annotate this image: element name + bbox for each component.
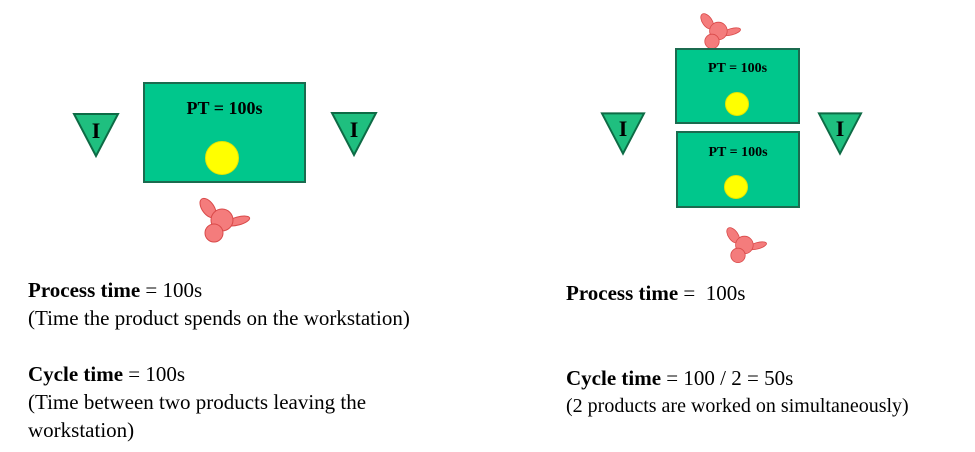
left-process-time-note: (Time the product spends on the workstat…: [28, 306, 410, 330]
inventory-out-label-right: I: [835, 116, 845, 141]
right-cycle-time-label: Cycle time: [566, 366, 662, 390]
left-cycle-time: Cycle time = 100s: [28, 362, 185, 386]
worker-icon: [199, 197, 251, 243]
left-process-time: Process time = 100s: [28, 278, 202, 302]
workstation: PT = 100s: [143, 82, 306, 183]
left-process-time-value: = 100s: [140, 278, 203, 302]
right-cycle-time-note: (2 products are worked on simultaneously…: [566, 395, 909, 417]
product-dot-top: [725, 92, 749, 116]
station-pt-label: PT = 100s: [186, 98, 263, 118]
station-top-pt-label: PT = 100s: [707, 61, 768, 76]
product-dot: [205, 141, 239, 175]
left-cycle-time-note-1: (Time between two products leaving the: [28, 390, 367, 414]
worker-icon-bottom: [726, 227, 767, 263]
inventory-in-label: I: [91, 118, 101, 143]
left-cycle-time-note-2: workstation): [28, 418, 135, 442]
right-process-time: Process time = 100s: [566, 281, 745, 305]
right-process-time-value: = 100s: [678, 281, 746, 305]
inventory-out-triangle: [330, 112, 378, 157]
left-cycle-time-label: Cycle time: [28, 362, 124, 386]
inventory-out-triangle-right: [817, 112, 863, 156]
workstation-bottom: PT = 100s: [676, 131, 800, 208]
left-process-time-label: Process time: [28, 278, 141, 302]
inventory-in-label-right: I: [618, 116, 628, 141]
station-bottom-pt-label: PT = 100s: [708, 145, 768, 160]
right-process-time-label: Process time: [566, 281, 679, 305]
inventory-in-triangle: [72, 113, 120, 158]
right-cycle-time: Cycle time = 100 / 2 = 50s: [566, 366, 793, 390]
inventory-out-label: I: [349, 117, 359, 142]
right-cycle-time-value: = 100 / 2 = 50s: [661, 366, 794, 390]
left-cycle-time-value: = 100s: [123, 362, 186, 386]
inventory-in-triangle-right: [600, 112, 646, 156]
workstation-top: PT = 100s: [675, 48, 800, 124]
product-dot-bottom: [724, 175, 748, 199]
worker-icon-top: [700, 13, 741, 50]
